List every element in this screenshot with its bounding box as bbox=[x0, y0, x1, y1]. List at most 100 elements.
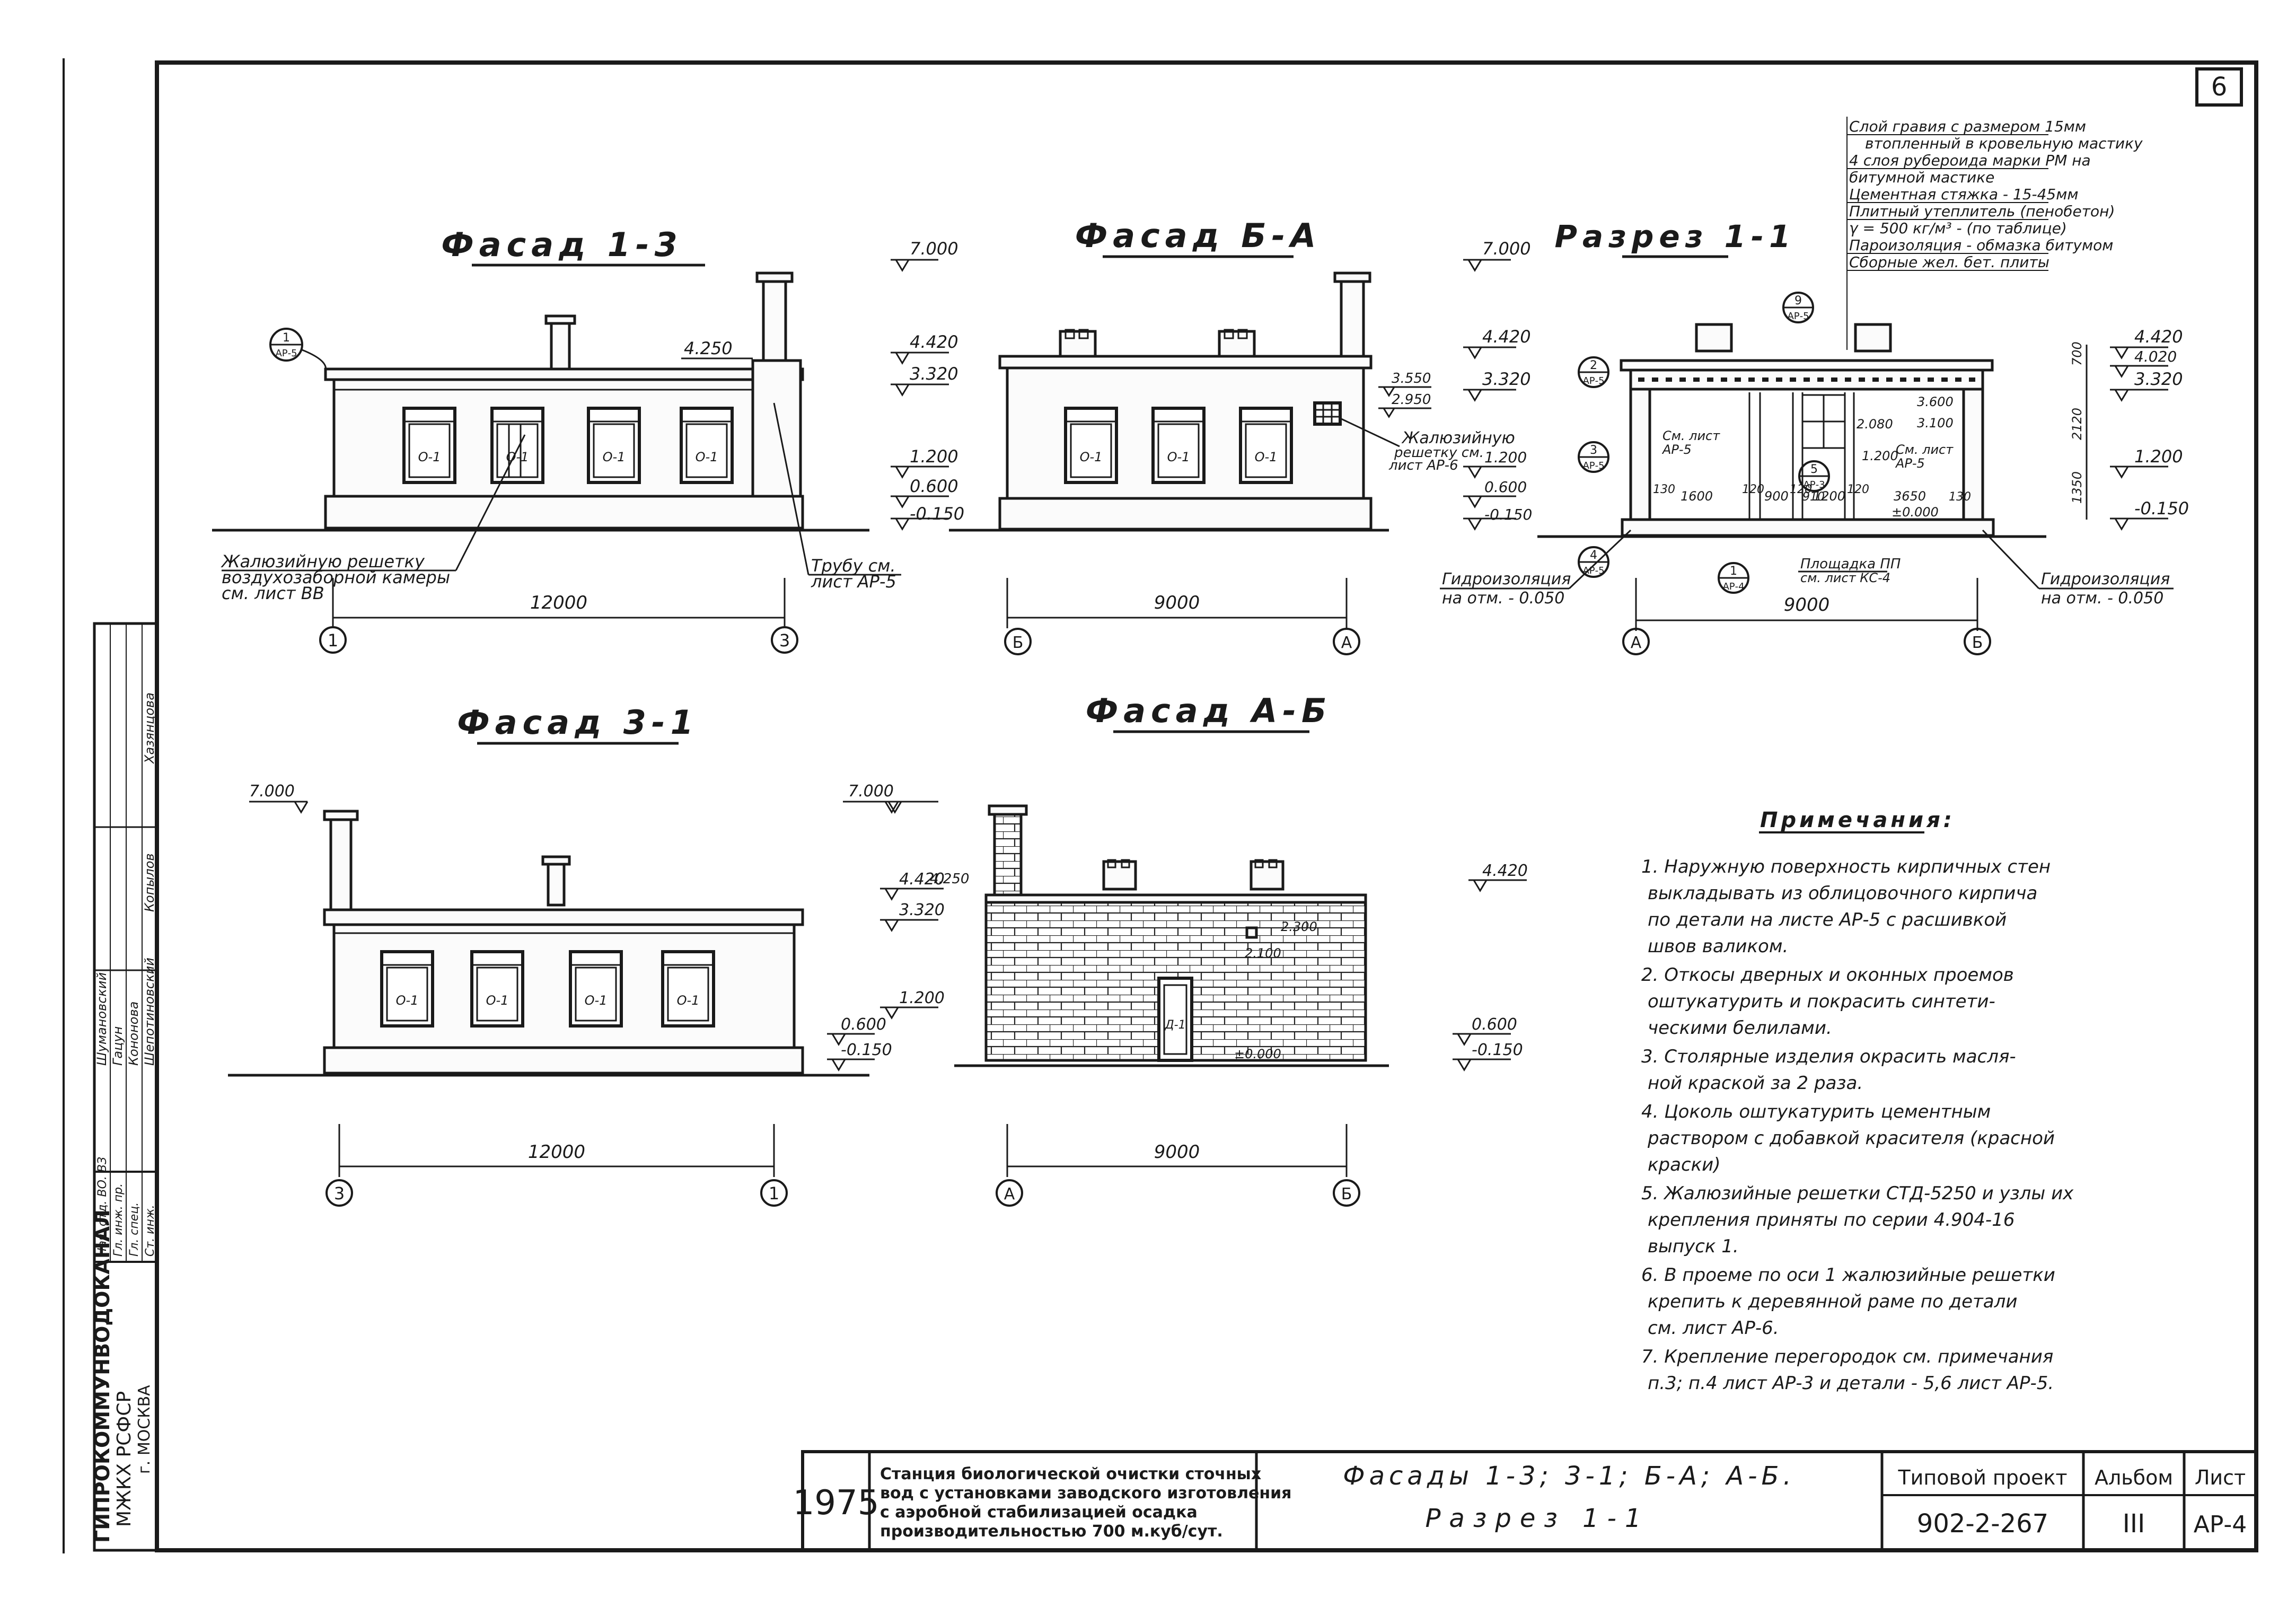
svg-text:0.600: 0.600 bbox=[1472, 1015, 1517, 1034]
svg-text:1350: 1350 bbox=[2070, 471, 2084, 504]
level-marks: 7.000 4.420 3.320 1.200 0.600 -0.150 bbox=[1463, 239, 1532, 531]
svg-text:АР-5: АР-5 bbox=[1787, 311, 1809, 322]
window: О-1 bbox=[680, 407, 734, 484]
facade-b-a: Фасад Б-А О-1 О-1 О-1 7.000 4.420 3.320 … bbox=[949, 216, 1532, 655]
svg-text:АР-3: АР-3 bbox=[1803, 479, 1825, 490]
svg-text:5: 5 bbox=[1810, 463, 1818, 476]
svg-text:4.420: 4.420 bbox=[1482, 862, 1528, 880]
svg-text:9000: 9000 bbox=[1154, 1141, 1200, 1163]
window: О-1 bbox=[1239, 407, 1293, 484]
svg-text:-0.150: -0.150 bbox=[2134, 498, 2189, 519]
level-marks: 4.420 4.250 0.600 -0.150 bbox=[843, 801, 1528, 1072]
level-marks: 7.000 7.000 4.420 3.320 1.200 0.600 -0.1… bbox=[249, 782, 945, 1072]
svg-text:А: А bbox=[1004, 1185, 1015, 1204]
level-marks: 7.000 4.420 3.320 1.200 0.600 -0.150 bbox=[891, 239, 964, 531]
svg-text:Гидроизоляция: Гидроизоляция bbox=[1442, 570, 1571, 589]
svg-text:4.420: 4.420 bbox=[899, 870, 945, 889]
svg-text:на отм. - 0.050: на отм. - 0.050 bbox=[2041, 589, 2163, 608]
svg-text:АР-5: АР-5 bbox=[1582, 460, 1604, 471]
svg-text:-0.150: -0.150 bbox=[841, 1041, 892, 1059]
window: О-1 bbox=[1064, 407, 1118, 484]
svg-text:АР-5: АР-5 bbox=[275, 348, 297, 359]
window: О-1 bbox=[1151, 407, 1206, 484]
svg-text:2.950: 2.950 bbox=[1392, 392, 1431, 408]
svg-text:4.420: 4.420 bbox=[2134, 327, 2183, 347]
notes-block: Примечания: 1. Наружную поверхность кирп… bbox=[1641, 808, 2074, 1394]
note-line: 7. Крепление перегородок см. примечания bbox=[1641, 1346, 2053, 1367]
svg-text:7.000: 7.000 bbox=[910, 239, 958, 259]
notes-title: Примечания: bbox=[1760, 808, 1955, 832]
svg-text:3.550: 3.550 bbox=[1392, 371, 1431, 387]
svg-text:см. лист КС-4: см. лист КС-4 bbox=[1800, 570, 1890, 585]
svg-text:130: 130 bbox=[1653, 483, 1675, 496]
note-line: крепления приняты по серии 4.904-16 bbox=[1648, 1209, 2015, 1231]
svg-text:О-1: О-1 bbox=[1167, 450, 1190, 464]
note-line: ной краской за 2 раза. bbox=[1648, 1073, 1863, 1094]
svg-text:9: 9 bbox=[1794, 294, 1802, 308]
roof-layers-legend: Слой гравия с размером 15мм втопленный в… bbox=[1846, 117, 2143, 350]
svg-text:120: 120 bbox=[1847, 483, 1869, 496]
side-stamp: ГИПРОКОММУНВОДОКАНАЛ МЖКХ РСФСР г. МОСКВ… bbox=[91, 622, 159, 1552]
note-line: по детали на листе АР-5 с расшивкой bbox=[1648, 909, 2007, 930]
window: О-1 bbox=[380, 950, 434, 1028]
inner-dimensions: 130 1600 120 900 120 910 1200 120 3650 1… bbox=[1653, 483, 1971, 504]
svg-text:АР-5: АР-5 bbox=[1582, 565, 1604, 576]
svg-text:4.250: 4.250 bbox=[684, 338, 733, 358]
title-block: 1975 Станция биологической очистки сточн… bbox=[793, 1450, 2258, 1552]
louver-grille bbox=[1313, 401, 1342, 426]
svg-text:0.600: 0.600 bbox=[1484, 478, 1527, 496]
svg-text:См. лист: См. лист bbox=[1896, 442, 1954, 457]
svg-text:1: 1 bbox=[328, 630, 338, 651]
svg-text:А: А bbox=[1631, 634, 1642, 652]
facade-3-1: Фасад 3-1 О-1 О-1 О-1 О-1 7.000 7.000 4.… bbox=[228, 703, 945, 1207]
note-line: оштукатурить и покрасить синтети- bbox=[1648, 991, 1995, 1012]
svg-text:Трубу см.: Трубу см. bbox=[811, 556, 896, 576]
note-line: выпуск 1. bbox=[1648, 1236, 1739, 1257]
svg-text:Б: Б bbox=[1341, 1185, 1352, 1204]
org-city: г. МОСКВА bbox=[135, 1385, 154, 1474]
svg-text:1: 1 bbox=[769, 1183, 779, 1204]
facade-b-a-title: Фасад Б-А bbox=[1075, 216, 1322, 255]
svg-text:3650: 3650 bbox=[1894, 489, 1926, 504]
svg-text:О-1: О-1 bbox=[396, 993, 419, 1008]
svg-text:О-1: О-1 bbox=[506, 450, 529, 464]
svg-text:3.320: 3.320 bbox=[899, 901, 945, 919]
note-line: крепить к деревянной раме по детали bbox=[1648, 1291, 2017, 1312]
svg-text:Шумановский: Шумановский bbox=[94, 972, 109, 1066]
svg-text:втопленный в кровельную мастик: втопленный в кровельную мастику bbox=[1865, 135, 2143, 152]
svg-text:Гацун: Гацун bbox=[110, 1026, 125, 1066]
svg-text:2.300: 2.300 bbox=[1281, 919, 1317, 934]
title-description: Станция биологической очистки сточных bbox=[880, 1465, 1261, 1483]
svg-text:4.250: 4.250 bbox=[930, 871, 969, 887]
svg-text:4.020: 4.020 bbox=[2134, 348, 2177, 365]
svg-text:2.080: 2.080 bbox=[1857, 417, 1893, 432]
svg-text:Площадка ПП: Площадка ПП bbox=[1800, 556, 1901, 572]
svg-text:см. лист ВВ: см. лист ВВ bbox=[222, 583, 324, 603]
note-line: 1. Наружную поверхность кирпичных стен bbox=[1641, 856, 2051, 877]
level-marks: 4.420 4.020 3.320 1.200 -0.150 700 2120 … bbox=[2070, 327, 2189, 531]
sheet-label: Лист bbox=[2195, 1466, 2246, 1489]
title-year: 1975 bbox=[793, 1483, 879, 1523]
svg-text:3.600: 3.600 bbox=[1917, 394, 1954, 409]
svg-text:1.200: 1.200 bbox=[1484, 449, 1527, 466]
note-line: выкладывать из облицовочного кирпича bbox=[1648, 883, 2037, 904]
detail-callouts: 2АР-5 3АР-5 4АР-5 1АР-4 9АР-5 5АР-3 bbox=[1578, 292, 1830, 594]
window: О-1 bbox=[402, 407, 456, 484]
facade-1-3-title: Фасад 1-3 bbox=[441, 225, 683, 264]
svg-text:130: 130 bbox=[1949, 490, 1971, 504]
svg-text:120: 120 bbox=[1742, 483, 1764, 496]
svg-text:-0.150: -0.150 bbox=[1484, 506, 1532, 523]
album-number: III bbox=[2123, 1509, 2145, 1539]
svg-text:3: 3 bbox=[1590, 444, 1597, 457]
window: О-1 bbox=[587, 407, 641, 484]
svg-text:на отм. - 0.050: на отм. - 0.050 bbox=[1442, 589, 1564, 608]
svg-text:О-1: О-1 bbox=[585, 993, 608, 1008]
svg-text:Гл. спец.: Гл. спец. bbox=[128, 1202, 141, 1257]
sheet-frame: 6 bbox=[63, 58, 2258, 1553]
svg-text:3.100: 3.100 bbox=[1917, 416, 1954, 431]
section-1-1: Разрез 1-1 Слой гравия с размером 15мм в… bbox=[1440, 117, 2189, 655]
svg-text:Д-1: Д-1 bbox=[1164, 1018, 1185, 1032]
note-line: раствором с добавкой красителя (красной bbox=[1647, 1128, 2055, 1149]
note-line: 4. Цоколь оштукатурить цементным bbox=[1641, 1101, 1991, 1122]
